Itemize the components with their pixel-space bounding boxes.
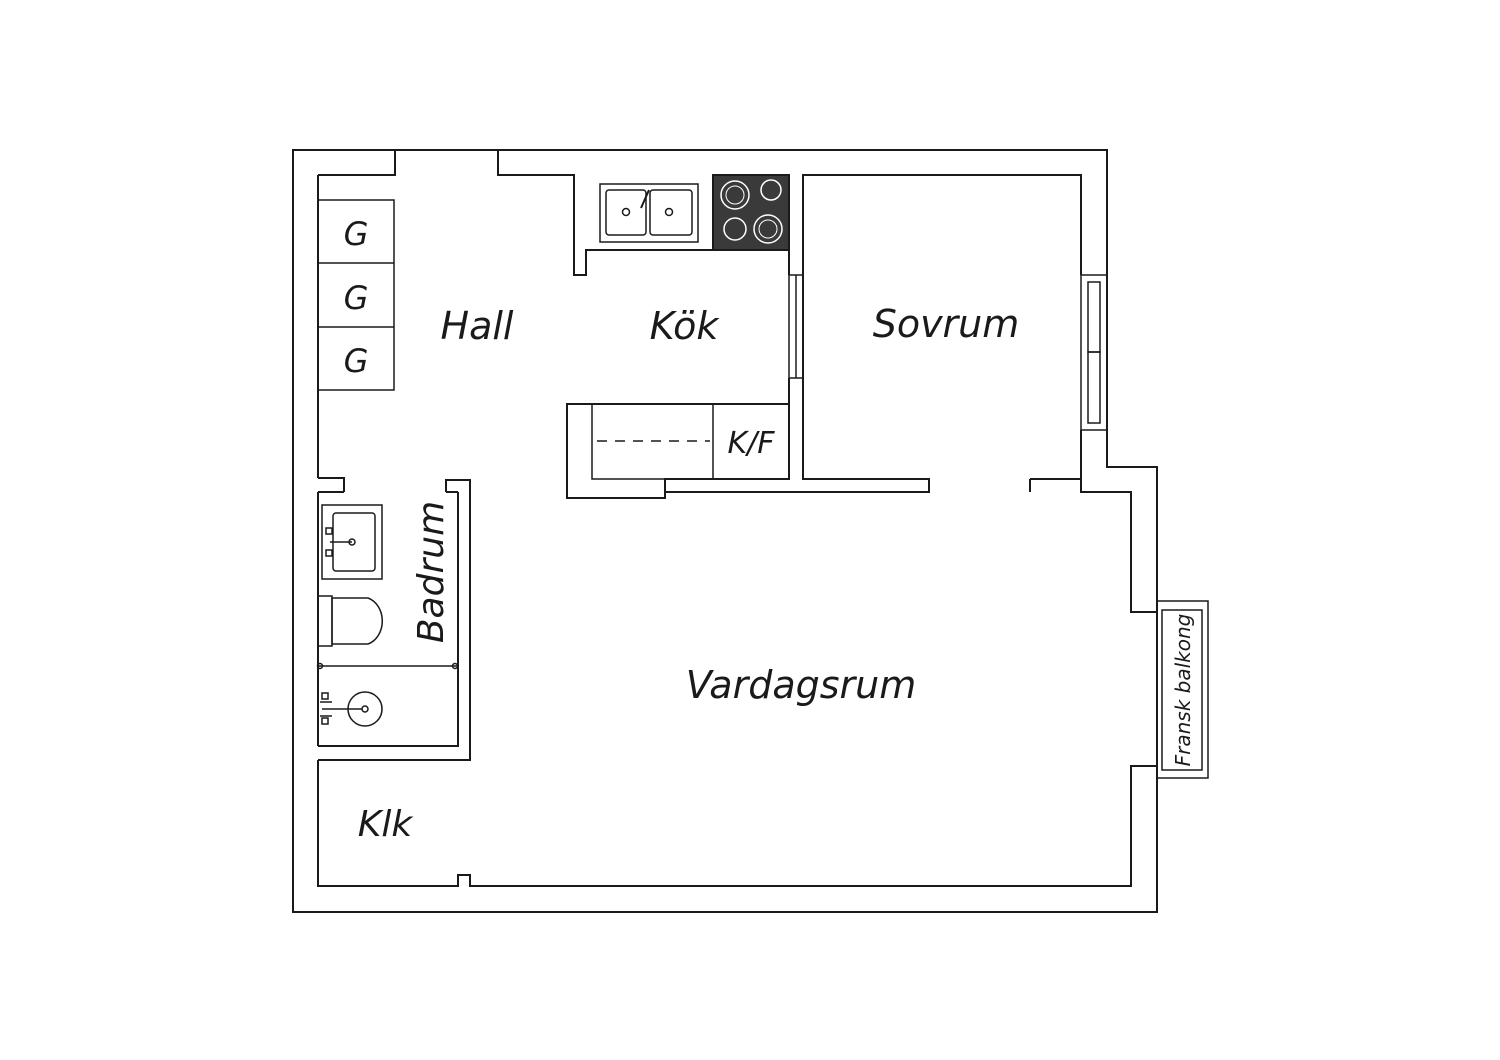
kitchen-window	[788, 274, 804, 379]
wardrobe-label-2: G	[344, 279, 369, 317]
room-label-living-room: Vardagsrum	[686, 663, 917, 707]
french-balcony: Fransk balkong	[1156, 600, 1209, 779]
shower	[316, 662, 459, 727]
toilet	[317, 595, 384, 647]
bathroom-sink	[321, 504, 383, 580]
bedroom-window	[1080, 274, 1108, 431]
kitchen-counter: K/F	[566, 403, 790, 499]
wardrobe-label-1: G	[344, 215, 369, 253]
room-label-hall: Hall	[441, 304, 514, 348]
wardrobe-label-3: G	[344, 342, 369, 380]
stove	[712, 174, 790, 251]
room-label-bedroom: Sovrum	[873, 302, 1020, 346]
room-label-bathroom: Badrum	[411, 501, 452, 643]
balcony-label: Fransk balkong	[1171, 614, 1195, 767]
wardrobes: G G G	[317, 199, 395, 391]
bathroom-walls	[318, 477, 471, 761]
room-label-closet: Klk	[358, 804, 415, 845]
fridge-freezer-label: K/F	[727, 426, 775, 461]
kitchen-sink	[599, 183, 699, 243]
room-labels: Hall Kök Sovrum Badrum Vardagsrum Klk	[358, 302, 1020, 845]
room-label-kitchen: Kök	[650, 304, 721, 348]
